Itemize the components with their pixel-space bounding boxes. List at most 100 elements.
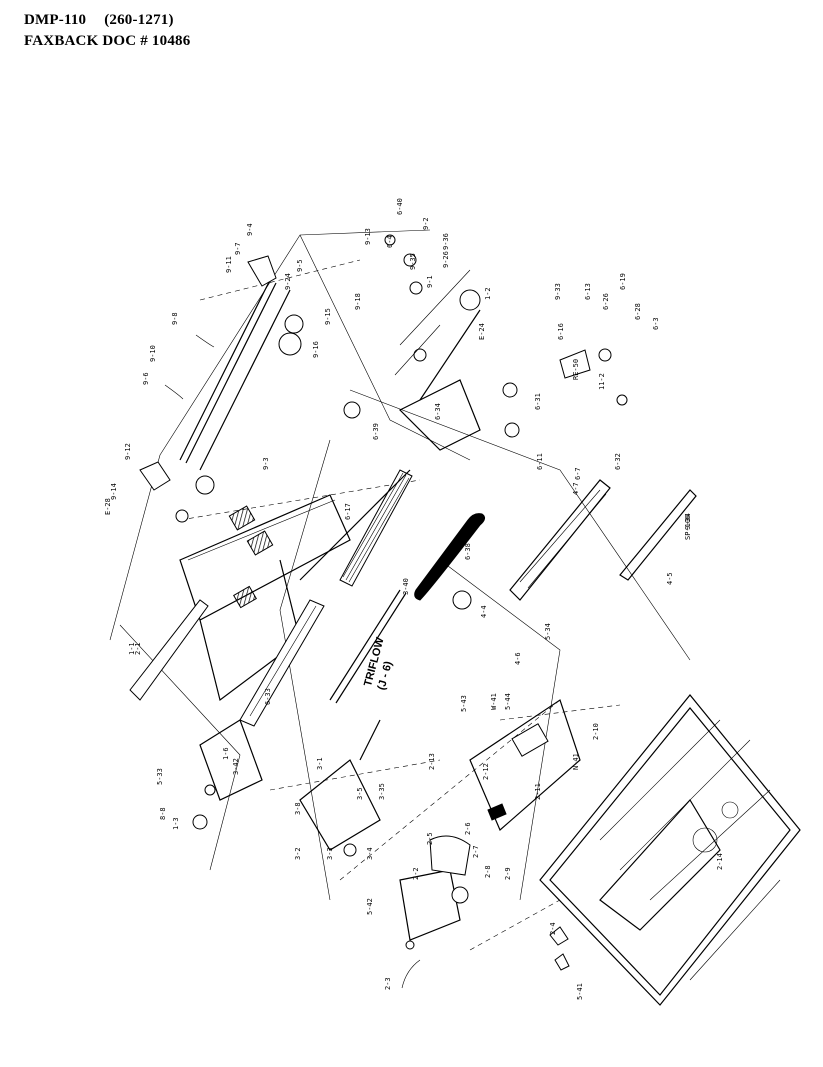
platen-roller — [239, 309, 481, 727]
part-label: 5-42 — [366, 898, 374, 915]
part-label: N-41 — [572, 753, 580, 770]
part-label: 2-12 — [482, 763, 490, 780]
part-label: 2-5 — [426, 832, 434, 845]
part-label: 2-13 — [428, 753, 436, 770]
part-label: 2-6 — [464, 822, 472, 835]
part-label: 9-24 — [284, 273, 292, 290]
part-label: 5-44 — [504, 693, 512, 710]
part-label: 9-4 — [246, 223, 254, 236]
part-label: 6-19 — [619, 273, 627, 290]
part-label: 6-3 — [652, 317, 660, 330]
part-label: 5-33 — [156, 768, 164, 785]
part-label: 5-34 — [544, 623, 552, 640]
carriage-shaft-assembly — [139, 255, 304, 523]
part-label: 2-4 — [549, 922, 557, 935]
power-supply-assembly — [399, 699, 581, 989]
part-label: 2-9 — [504, 867, 512, 880]
part-label: 6-32 — [614, 453, 622, 470]
part-label: 6-7 — [574, 467, 582, 480]
part-label: 4-4 — [480, 605, 488, 618]
part-label: 3-1 — [316, 757, 324, 770]
part-label: 6-39 — [372, 423, 380, 440]
part-label: 9-33 — [554, 283, 562, 300]
part-label: 6-40 — [396, 198, 404, 215]
print-head-carriage — [509, 348, 697, 601]
part-label: 6-11 — [536, 453, 544, 470]
part-label: 9-3 — [262, 457, 270, 470]
part-label: 1-3 — [172, 817, 180, 830]
part-label: E-28 — [104, 498, 112, 515]
part-label: 3-40 — [402, 578, 410, 595]
motor-gear-assembly — [343, 234, 520, 451]
part-label: 2-11 — [534, 783, 542, 800]
triflow-note: TRIFLOW (J - 6) — [362, 636, 395, 692]
part-label: 9-14 — [110, 483, 118, 500]
part-label: 9-15 — [324, 308, 332, 325]
document-header: DMP-110 (260-1271) FAXBACK DOC # 10486 — [24, 10, 190, 52]
part-label: 6-26 — [602, 293, 610, 310]
part-label: 9-8 — [171, 312, 179, 325]
part-label: 6-34 — [434, 403, 442, 420]
part-label: 9-16 — [312, 341, 320, 358]
part-label: 6-28 — [634, 303, 642, 320]
part-label: 4-6 — [514, 652, 522, 665]
part-label: 2-8 — [484, 865, 492, 878]
part-label: 3-42 — [232, 758, 240, 775]
part-label: 2-7 — [472, 845, 480, 858]
part-label: 3-8 — [294, 802, 302, 815]
part-label: E-24 — [478, 323, 486, 340]
part-label: 2-10 — [592, 723, 600, 740]
base-housing — [539, 694, 801, 1006]
part-label: 9-11 — [225, 256, 233, 273]
part-label: SP-106 — [684, 515, 692, 540]
part-label: 6-31 — [534, 393, 542, 410]
part-label: 9-2 — [422, 217, 430, 230]
part-label: 3-4 — [366, 847, 374, 860]
part-label: 9-35 — [409, 253, 417, 270]
part-label: W-41 — [490, 693, 498, 710]
frame-plate — [129, 494, 351, 702]
part-label: 4-7 — [572, 482, 580, 495]
part-label: 9-5 — [296, 259, 304, 272]
part-label: 4-5 — [666, 572, 674, 585]
part-label: 9-18 — [354, 293, 362, 310]
catalog-number: (260-1271) — [104, 12, 174, 28]
part-label: 6-13 — [584, 283, 592, 300]
part-label: 2-2 — [412, 867, 420, 880]
part-label: 9-36 — [442, 233, 450, 250]
part-label: 5-41 — [576, 983, 584, 1000]
part-label: 5-43 — [460, 695, 468, 712]
part-label: 6-17 — [344, 503, 352, 520]
part-label: 9-7 — [234, 242, 242, 255]
part-label: 9-13 — [364, 228, 372, 245]
header-line-model: DMP-110 (260-1271) — [24, 10, 190, 31]
part-label: 3-35 — [378, 783, 386, 800]
part-label: 1-2 — [484, 287, 492, 300]
part-label: 2-3 — [384, 977, 392, 990]
part-label: 6-33 — [264, 688, 272, 705]
faxback-doc-number: FAXBACK DOC # 10486 — [24, 33, 191, 49]
part-label: 9-1 — [426, 275, 434, 288]
part-label: 11-2 — [598, 373, 606, 390]
part-label: 9-34 — [684, 513, 692, 530]
model-number: DMP-110 — [24, 12, 87, 28]
part-number-labels: 9-4 9-7 9-11 9-5 9-24 9-8 9-15 9-16 9-10… — [104, 198, 724, 1000]
part-label: 3-5 — [356, 787, 364, 800]
part-label: 1-6 — [222, 747, 230, 760]
assembly-guide-lines — [109, 229, 691, 951]
part-label: 3-2 — [294, 847, 302, 860]
part-label: 9-12 — [124, 443, 132, 460]
part-label: 8-8 — [159, 807, 167, 820]
part-label: 6-38 — [464, 543, 472, 560]
drive-belt — [414, 513, 486, 610]
part-label: RE-50 — [572, 359, 580, 380]
part-label: 9-10 — [149, 345, 157, 362]
part-label: 3-3 — [326, 847, 334, 860]
part-label: 2-14 — [716, 853, 724, 870]
part-label: 2-1 — [134, 642, 142, 655]
part-label: 9-26 — [442, 251, 450, 268]
part-label: 9-6 — [142, 372, 150, 385]
part-label: 6-16 — [557, 323, 565, 340]
part-label: 1-1 — [128, 642, 136, 655]
